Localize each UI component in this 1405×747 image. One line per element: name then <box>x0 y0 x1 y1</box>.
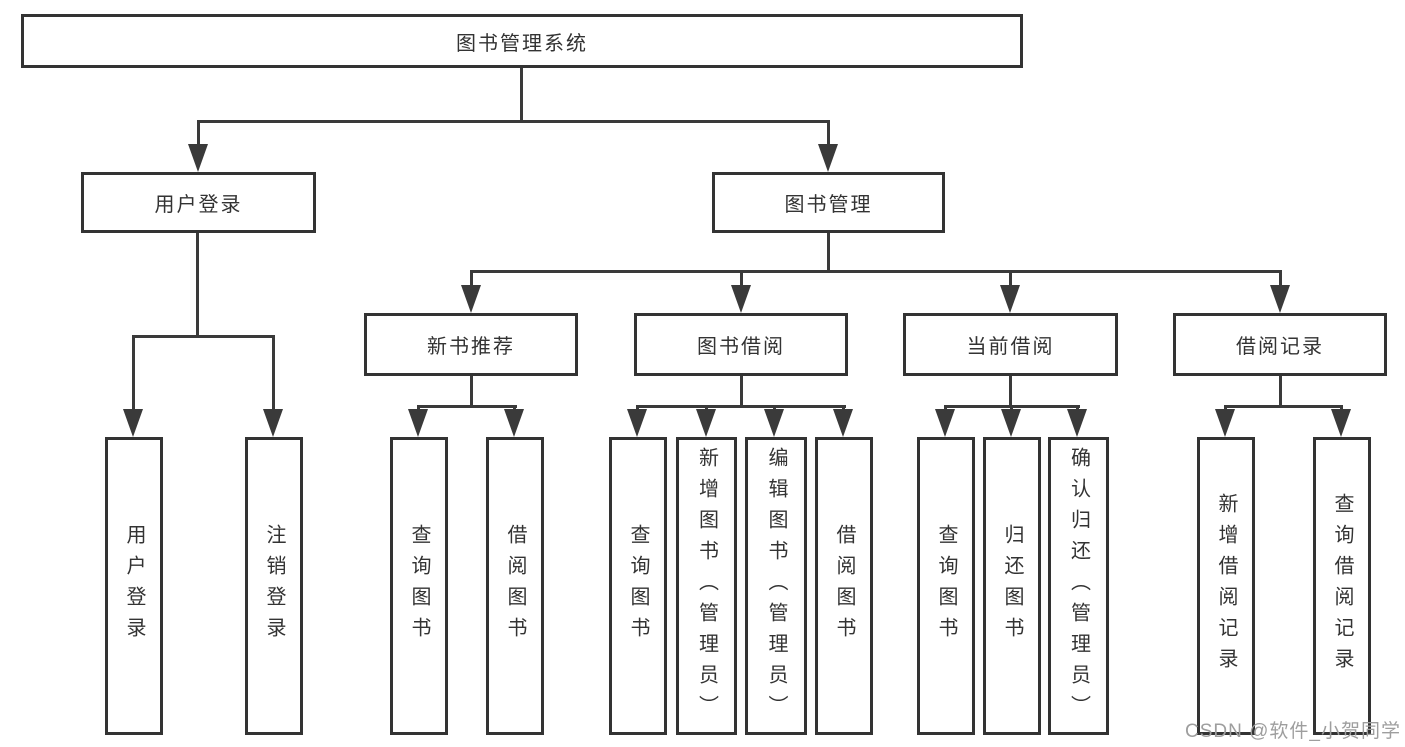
arrowhead-down-icon <box>1067 409 1087 437</box>
leaf-label: 查询图书 <box>935 524 957 648</box>
arrowhead-down-icon <box>123 409 143 437</box>
leaf-label: 借阅图书 <box>504 524 526 648</box>
node-label: 借阅记录 <box>1236 336 1324 358</box>
arrowhead-down-icon <box>461 285 481 313</box>
arrowhead-down-icon <box>263 409 283 437</box>
leaf-label: 归还图书 <box>1001 524 1023 648</box>
arrowhead-down-icon <box>188 144 208 172</box>
leaf-node-borrow-books: 借阅图书 <box>486 437 544 735</box>
node-label: 当前借阅 <box>966 336 1055 358</box>
leaf-node-add-books-admin: 新增图书（管理员） <box>676 437 737 735</box>
leaf-node-confirm-return-admin: 确认归还（管理员） <box>1048 437 1109 735</box>
arrowhead-down-icon <box>627 409 647 437</box>
leaf-node-query-borrow-record: 查询借阅记录 <box>1313 437 1371 735</box>
node-current-borrowing: 当前借阅 <box>903 313 1118 376</box>
node-new-book-recommendation: 新书推荐 <box>364 313 578 376</box>
connector-line <box>1279 270 1282 290</box>
arrowhead-down-icon <box>1000 285 1020 313</box>
connector-line <box>132 335 275 338</box>
node-label: 新书推荐 <box>427 336 515 358</box>
arrowhead-down-icon <box>818 144 838 172</box>
arrowhead-down-icon <box>764 409 784 437</box>
node-book-management: 图书管理 <box>712 172 945 233</box>
leaf-label: 借阅图书 <box>833 524 855 648</box>
connector-line <box>827 120 830 150</box>
leaf-label: 查询借阅记录 <box>1331 493 1353 679</box>
leaf-node-borrow-books: 借阅图书 <box>815 437 873 735</box>
connector-line <box>197 120 830 123</box>
leaf-node-return-books: 归还图书 <box>983 437 1041 735</box>
arrowhead-down-icon <box>935 409 955 437</box>
arrowhead-down-icon <box>408 409 428 437</box>
leaf-label: 查询图书 <box>408 524 430 648</box>
node-label: 图书借阅 <box>697 336 785 358</box>
leaf-node-logout: 注销登录 <box>245 437 303 735</box>
leaf-node-query-books: 查询图书 <box>609 437 667 735</box>
leaf-node-user-login: 用户登录 <box>105 437 163 735</box>
leaf-node-query-books: 查询图书 <box>390 437 448 735</box>
connector-line <box>1224 405 1343 408</box>
node-label: 图书管理 <box>784 194 873 216</box>
node-book-borrowing: 图书借阅 <box>634 313 848 376</box>
arrowhead-down-icon <box>731 285 751 313</box>
csdn-watermark: CSDN @软件_小贺同学 <box>1185 721 1401 742</box>
connector-line <box>470 270 473 290</box>
arrowhead-down-icon <box>1215 409 1235 437</box>
node-borrowing-records: 借阅记录 <box>1173 313 1387 376</box>
connector-line <box>1009 375 1012 407</box>
connector-line <box>470 375 473 407</box>
leaf-label: 查询图书 <box>627 524 649 648</box>
connector-line <box>520 68 523 122</box>
connector-line <box>417 405 517 408</box>
leaf-label: 新增借阅记录 <box>1215 493 1237 679</box>
arrowhead-down-icon <box>504 409 524 437</box>
leaf-label: 新增图书（管理员） <box>695 446 718 726</box>
connector-line <box>196 233 199 337</box>
node-label: 用户登录 <box>154 194 243 216</box>
node-root-label: 图书管理系统 <box>456 32 588 55</box>
connector-line <box>1279 375 1282 407</box>
node-user-login: 用户登录 <box>81 172 316 233</box>
leaf-node-edit-books-admin: 编辑图书（管理员） <box>745 437 807 735</box>
leaf-label: 注销登录 <box>263 524 285 648</box>
arrowhead-down-icon <box>1270 285 1290 313</box>
connector-line <box>740 375 743 407</box>
arrowhead-down-icon <box>696 409 716 437</box>
connector-line <box>1009 270 1012 290</box>
connector-line <box>740 270 743 290</box>
node-root: 图书管理系统 <box>21 14 1023 68</box>
connector-line <box>132 335 135 413</box>
leaf-node-query-books: 查询图书 <box>917 437 975 735</box>
leaf-label: 确认归还（管理员） <box>1067 446 1090 726</box>
leaf-label: 编辑图书（管理员） <box>765 446 787 726</box>
arrowhead-down-icon <box>833 409 853 437</box>
leaf-label: 用户登录 <box>123 524 145 648</box>
connector-line <box>272 335 275 413</box>
connector-line <box>827 233 830 272</box>
connector-line <box>197 120 200 150</box>
arrowhead-down-icon <box>1331 409 1351 437</box>
leaf-node-add-borrow-record: 新增借阅记录 <box>1197 437 1255 735</box>
connector-line <box>636 405 846 408</box>
arrowhead-down-icon <box>1001 409 1021 437</box>
connector-line <box>470 270 1282 273</box>
